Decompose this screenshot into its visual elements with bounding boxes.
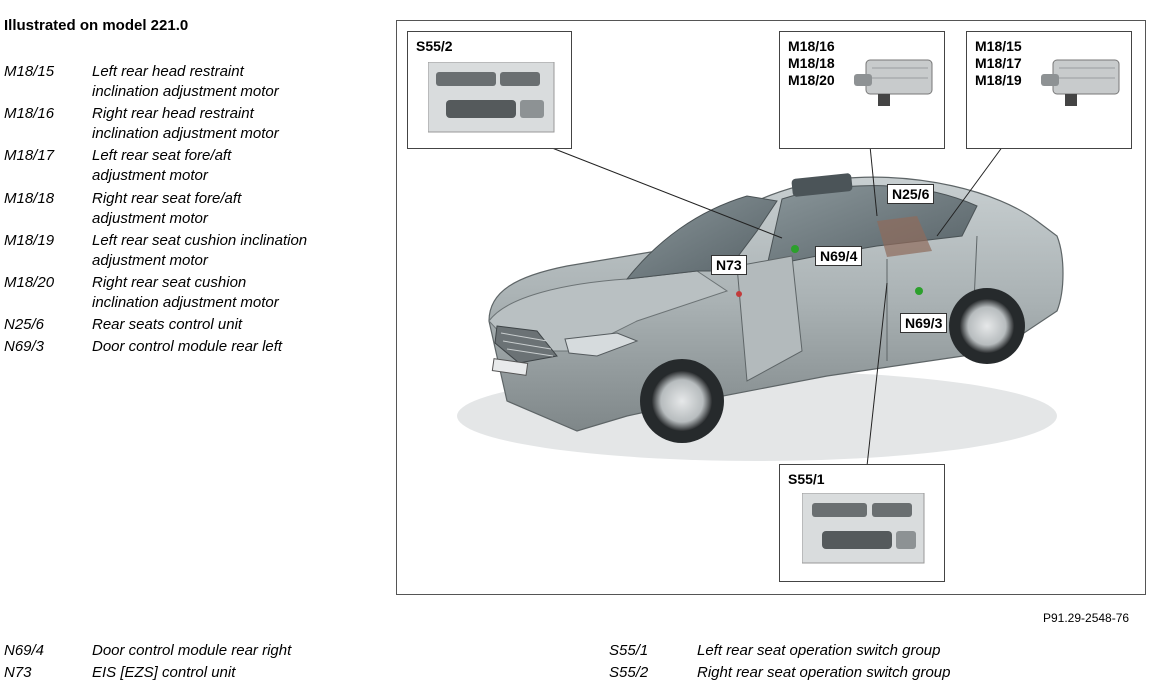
legend-desc: Left rear seat operation switch group [697,642,941,659]
illustration-frame: S55/2 M18/16 M18/18 M18/20 M18/15 M18/17… [396,20,1146,595]
component-marker [736,291,742,297]
component-marker [791,245,799,253]
legend-desc: Left rear seat fore/aft adjustment motor [92,147,232,184]
car-hood [488,270,729,352]
tag-n73: N73 [711,255,747,275]
legend-code: M18/16 [4,105,55,122]
leader-line [866,282,888,467]
legend-desc: Left rear head restraint inclination adj… [92,63,279,100]
legend-code: M18/20 [4,274,55,291]
legend-code: M18/18 [4,190,55,207]
car-open-door [736,255,803,382]
legend-code: S55/1 [609,642,649,659]
motor-image [854,59,933,106]
leader-line [936,145,1004,237]
legend-desc: Door control module rear left [92,338,283,355]
legend-desc: Left rear seat cushion inclination adjus… [92,232,308,269]
legend-desc: Right rear seat cushion inclination adju… [92,274,279,311]
legend-code: M18/17 [4,147,55,164]
motor-image [1041,59,1120,106]
inset-s55-2: S55/2 [407,31,572,149]
inset-label: S55/1 [788,471,825,487]
legend-code: N25/6 [4,316,45,333]
car-sunroof [791,173,853,197]
legend-code: M18/15 [4,63,55,80]
leader-line [869,145,878,217]
legend-code: N69/4 [4,642,45,659]
legend-desc: Right rear seat operation switch group [697,664,951,681]
legend-code: N73 [4,664,32,681]
switch-group-image [802,493,925,564]
legend-code: N69/3 [4,338,45,355]
legend-desc: Right rear seat fore/aft adjustment moto… [92,190,242,227]
leader-line [546,145,783,239]
inset-label: S55/2 [416,38,453,54]
legend-code: S55/2 [609,664,649,681]
switch-group-image [428,62,555,133]
car-plate [491,358,529,376]
legend-desc: Door control module rear right [92,642,292,659]
figure-reference: P91.29-2548-76 [1043,611,1130,625]
legend-desc: Rear seats control unit [92,316,243,333]
inset-s55-1: S55/1 [779,464,945,582]
inset-label: M18/15 M18/17 M18/19 [975,38,1022,88]
car-windshield [625,195,778,280]
tag-n25-6: N25/6 [887,184,935,204]
car-headlight [564,332,639,357]
inset-m18-left: M18/15 M18/17 M18/19 [966,31,1132,149]
legend-desc: Right rear head restraint inclination ad… [92,105,279,142]
tag-n69-4: N69/4 [815,246,863,266]
legend-code: M18/19 [4,232,55,249]
car-illustration [457,145,1064,467]
tag-n69-3: N69/3 [900,313,948,333]
inset-label: M18/16 M18/18 M18/20 [788,38,835,88]
page-title: Illustrated on model 221.0 [4,17,189,34]
legend-desc: EIS [EZS] control unit [92,664,236,681]
inset-m18-right: M18/16 M18/18 M18/20 [779,31,945,149]
car-interior [877,216,932,257]
component-marker [915,287,923,295]
